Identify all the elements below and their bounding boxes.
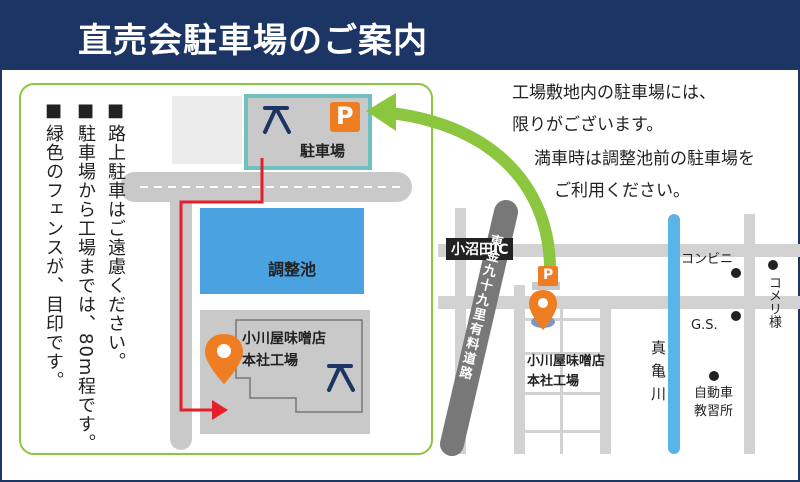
- frame-right: [798, 70, 800, 482]
- info-line-4: ご利用ください。: [554, 181, 690, 201]
- river: [668, 214, 680, 454]
- notice-line-2: 駐車場から工場までは、80m程です。: [75, 124, 96, 453]
- convenience-store-label: コンビニ: [681, 252, 734, 267]
- area-factory-name-label: 小川屋味噌店: [527, 354, 606, 369]
- convenience-store-dot: [731, 268, 741, 278]
- notice-bullet-2: ■: [75, 100, 96, 122]
- area-factory-building-label: 本社工場: [527, 374, 580, 389]
- notice-line-1: 路上駐車はご遠慮ください。: [105, 124, 126, 371]
- factory-building-outline: [235, 319, 363, 413]
- parking-sign-bg: [330, 102, 360, 132]
- neighbor-lot: [172, 96, 242, 164]
- area-roads: [438, 208, 800, 454]
- factory-symbol-icon-2: [327, 364, 355, 392]
- komeri-label: コメリ様: [766, 276, 781, 328]
- frame-left: [0, 70, 2, 482]
- driving-school-dot: [709, 371, 719, 381]
- info-line-2: 限りがございます。: [512, 115, 664, 135]
- location-pin-icon: [205, 334, 243, 384]
- page-title: 直売会駐車場のご案内: [78, 21, 428, 61]
- notice-bullet-1: ■: [105, 100, 126, 122]
- notice-bullet-3: ■: [43, 100, 64, 122]
- walking-route: [179, 158, 264, 412]
- factory-name-label: 小川屋味噌店: [242, 331, 326, 347]
- notice-line-3: 緑色のフェンスが、目印です。: [43, 124, 64, 390]
- komeri-dot: [768, 260, 778, 270]
- detail-map-border: [19, 83, 433, 455]
- driving-school-label-1: 自動車: [694, 386, 734, 401]
- gas-station-label: G.S.: [691, 318, 718, 333]
- regulating-pond: [200, 208, 364, 294]
- area-parking-sign: P: [543, 267, 554, 283]
- pond-label: 調整池: [268, 260, 317, 279]
- parking-sign: P: [336, 102, 354, 130]
- green-arrow-head: [366, 93, 396, 131]
- area-parking-sign-bg: [538, 266, 558, 286]
- gas-station-dot: [731, 311, 741, 321]
- ic-label: 小沼田IC: [446, 238, 514, 260]
- info-line-3: 満車時は調整池前の駐車場を: [534, 149, 755, 169]
- area-location-pin-icon: [529, 290, 557, 330]
- parking-label: 駐車場: [300, 142, 346, 160]
- frame-bottom: [0, 480, 800, 482]
- factory-building-label: 本社工場: [242, 353, 298, 369]
- factory-symbol-icon: [263, 106, 291, 134]
- river-label: 真亀川: [649, 340, 667, 409]
- header-bar: 直売会駐車場のご案内: [0, 0, 800, 70]
- green-arrow: [381, 106, 556, 267]
- info-line-1: 工場敷地内の駐車場には、: [512, 83, 716, 103]
- driving-school-label-2: 教習所: [694, 404, 734, 419]
- walking-route-arrowhead: [212, 400, 228, 420]
